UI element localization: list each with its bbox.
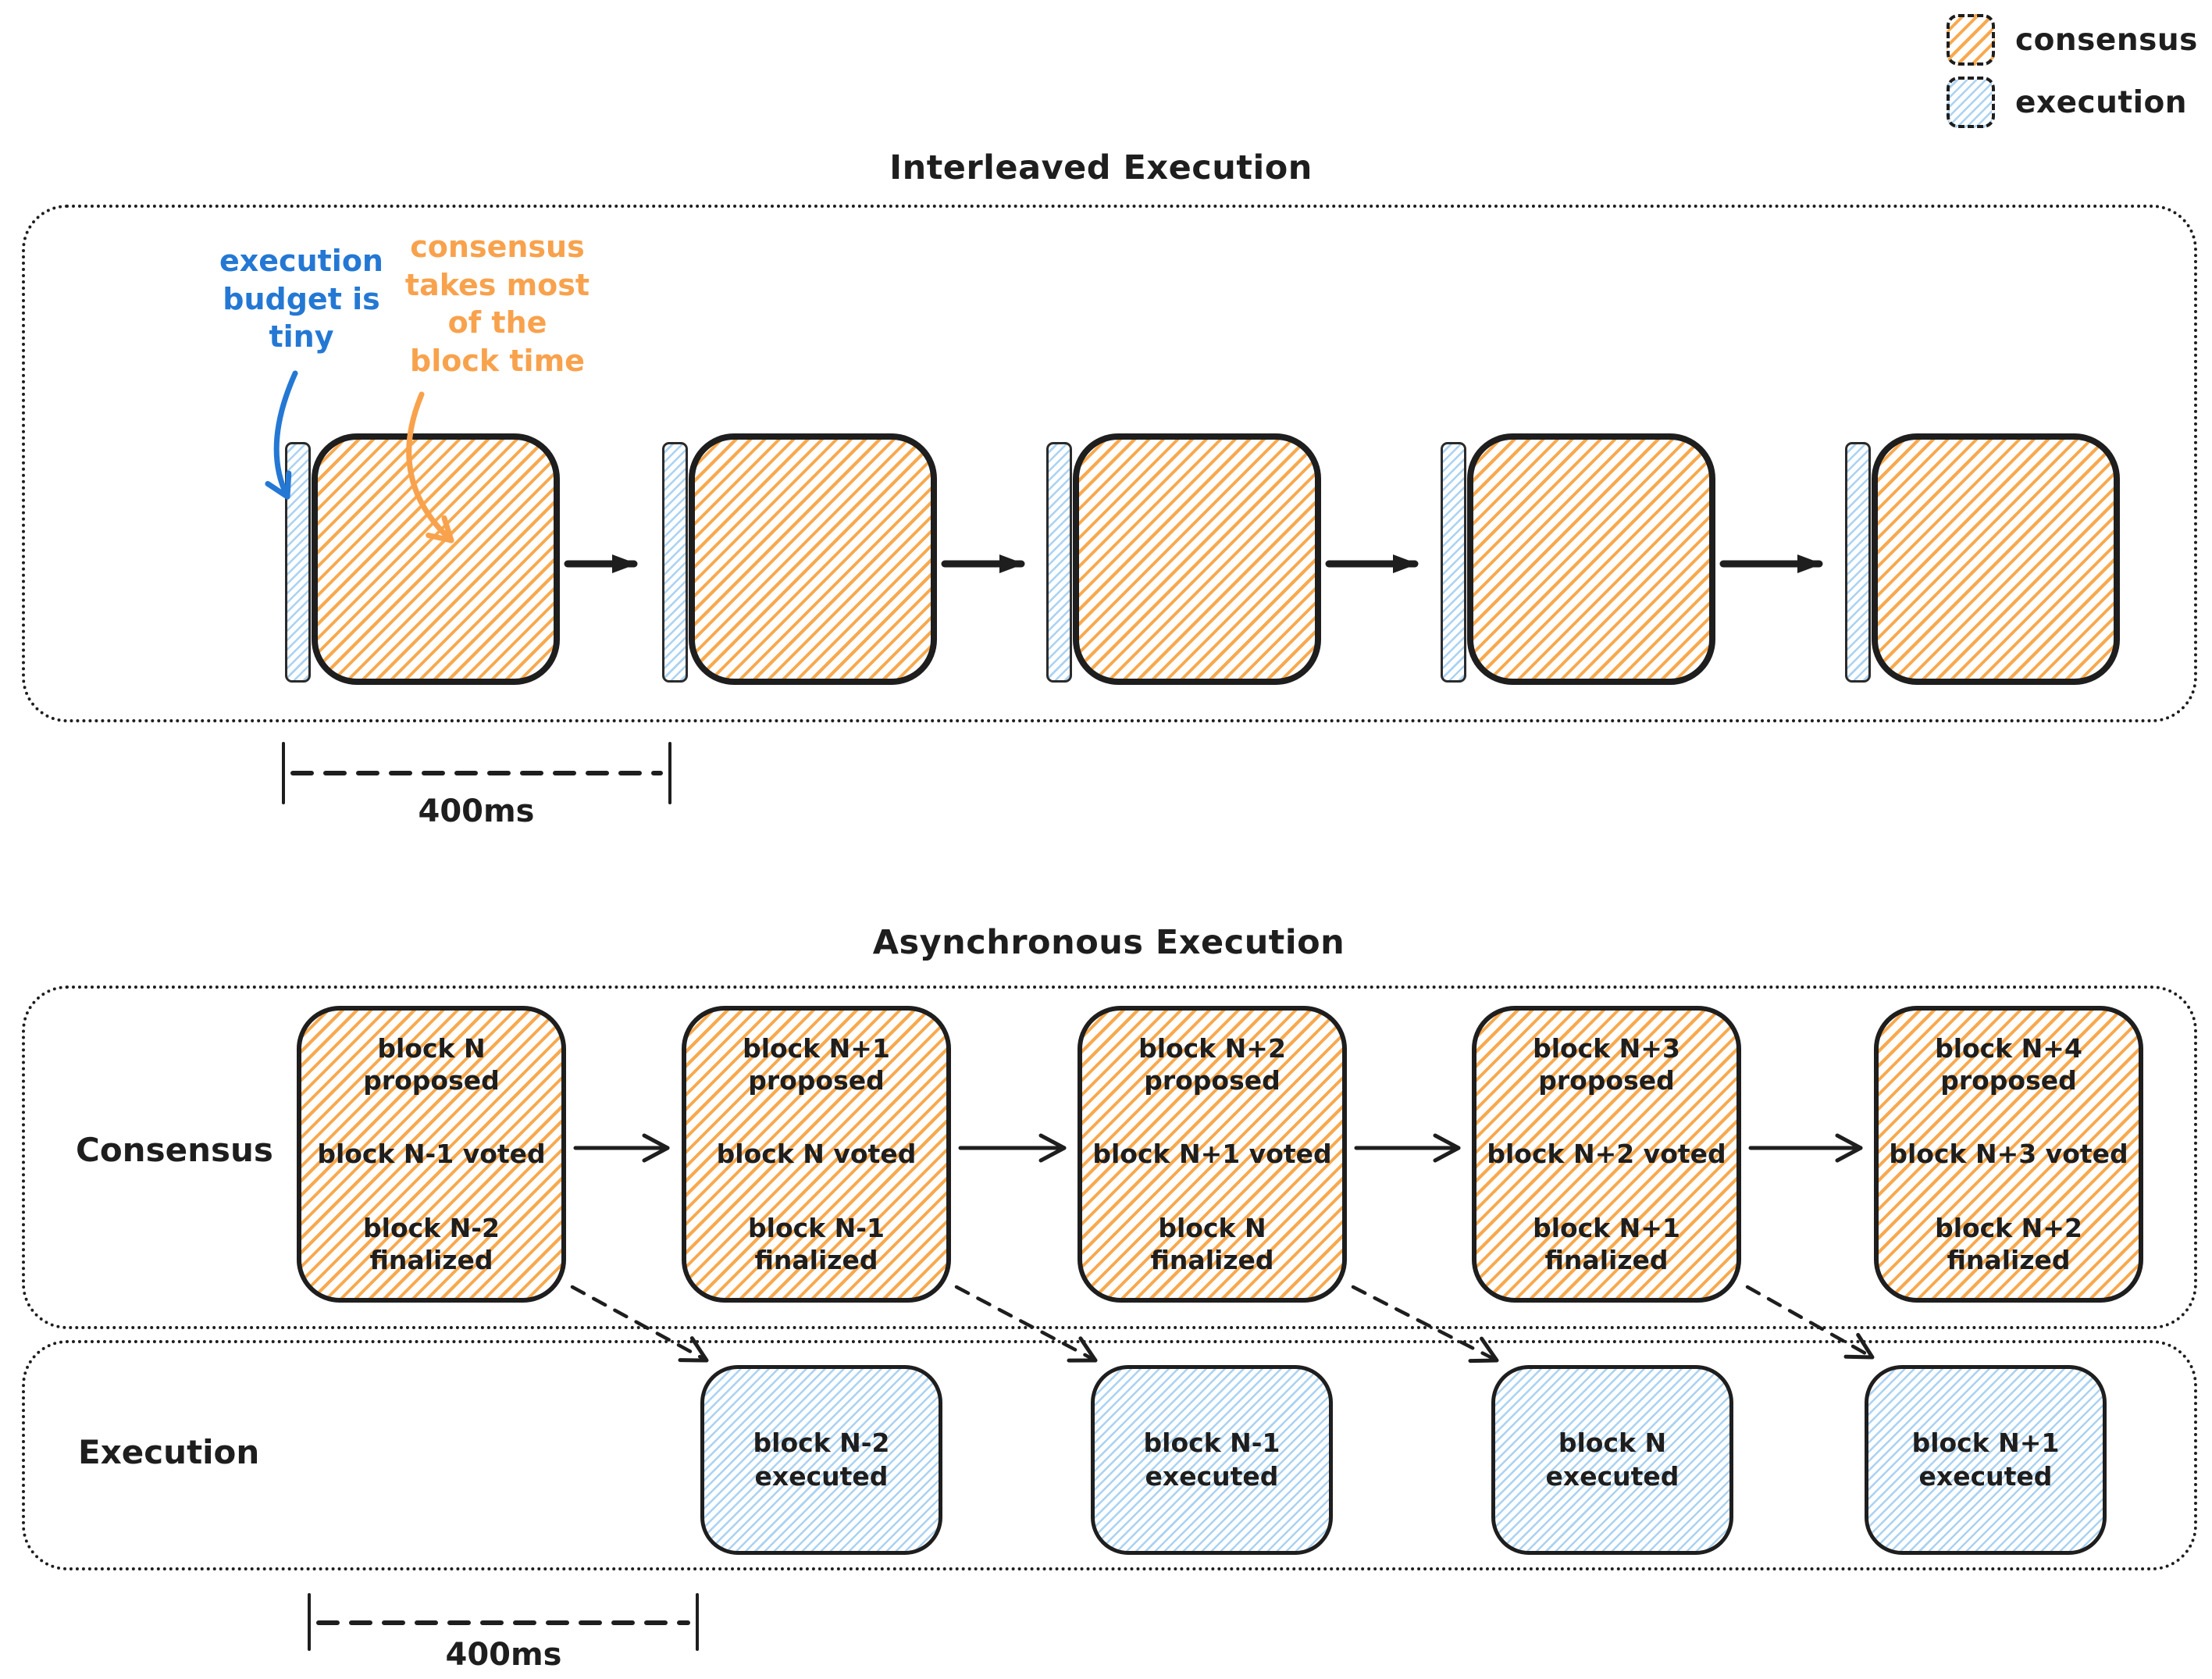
consensus-swatch-icon [1947,14,1995,66]
consensus-block-n4: block N+4 proposed block N+3 voted block… [1874,1006,2143,1303]
execution-row-label: Execution [78,1433,260,1471]
asynchronous-measurement-label: 400ms [445,1637,562,1673]
executed-block-n1: block N+1 executed [1865,1365,2107,1555]
consensus-slab [1073,433,1321,685]
consensus-row-label: Consensus [76,1131,273,1169]
execution-bar [285,442,311,683]
voted-line: block N+3 voted [1889,1139,2128,1170]
finalized-line: block N+1 finalized [1533,1212,1680,1275]
proposed-line: block N+3 proposed [1533,1033,1680,1096]
consensus-block-n: block N proposed block N-1 voted block N… [297,1006,566,1303]
executed-block-n: block N executed [1491,1365,1733,1555]
finalized-line: block N-1 finalized [748,1212,885,1275]
asynchronous-title: Asynchronous Execution [872,923,1345,962]
executed-block-n-1: block N-1 executed [1091,1365,1333,1555]
execution-budget-annotation: execution budget is tiny [219,244,383,355]
legend: consensus execution [1947,14,2198,128]
voted-line: block N+2 voted [1487,1139,1726,1170]
consensus-block-n2: block N+2 proposed block N+1 voted block… [1078,1006,1347,1303]
executed-label: block N-1 executed [1143,1427,1281,1492]
interleaved-measurement-label: 400ms [418,793,535,829]
legend-item-execution: execution [1947,77,2198,128]
voted-line: block N+1 voted [1092,1139,1332,1170]
legend-execution-label: execution [2015,84,2188,120]
finalized-line: block N+2 finalized [1935,1212,2082,1275]
interleaved-container [22,205,2197,722]
voted-line: block N-1 voted [317,1139,546,1170]
proposed-line: block N+2 proposed [1138,1033,1286,1096]
consensus-slab [1467,433,1715,685]
consensus-slab [1872,433,2120,685]
consensus-row-container [22,986,2197,1329]
consensus-block-n3: block N+3 proposed block N+2 voted block… [1472,1006,1741,1303]
executed-label: block N+1 executed [1911,1427,2060,1492]
proposed-line: block N+4 proposed [1935,1033,2082,1096]
finalized-line: block N finalized [1150,1212,1274,1275]
execution-bar [1845,442,1871,683]
executed-label: block N executed [1545,1427,1679,1492]
consensus-slab [689,433,937,685]
execution-row-container [22,1340,2197,1570]
voted-line: block N voted [716,1139,917,1170]
execution-swatch-icon [1947,77,1995,128]
execution-bar [1441,442,1466,683]
consensus-block-n1: block N+1 proposed block N voted block N… [682,1006,951,1303]
legend-consensus-label: consensus [2015,22,2198,58]
execution-bar [1046,442,1072,683]
execution-bar [662,442,688,683]
finalized-line: block N-2 finalized [363,1212,500,1275]
interleaved-title: Interleaved Execution [889,148,1313,187]
proposed-line: block N proposed [363,1033,500,1096]
proposed-line: block N+1 proposed [743,1033,890,1096]
consensus-slab [312,433,560,685]
executed-block-n-2: block N-2 executed [700,1365,942,1555]
legend-item-consensus: consensus [1947,14,2198,66]
executed-label: block N-2 executed [753,1427,890,1492]
consensus-time-annotation: consensus takes most of the block time [404,230,590,378]
